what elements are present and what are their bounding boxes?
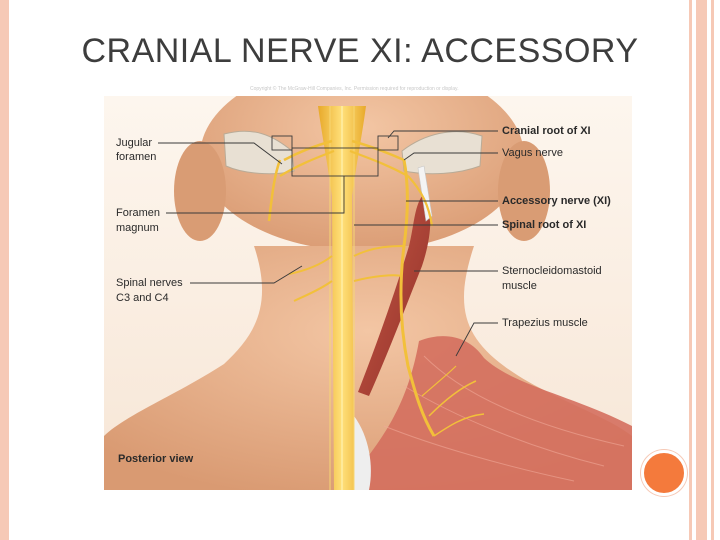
left-ear (174, 141, 226, 241)
label-sternocleidomastoid-2: muscle (502, 280, 537, 292)
label-spinal-nerves-2: C3 and C4 (116, 292, 169, 304)
copyright-note: Copyright © The McGraw-Hill Companies, I… (250, 86, 459, 92)
label-jugular-foramen-1: Jugular (116, 137, 152, 149)
label-accessory-nerve: Accessory nerve (XI) (502, 195, 611, 207)
label-foramen-magnum-1: Foramen (116, 207, 160, 219)
slide-border-right-stripe-outer (711, 0, 714, 540)
anatomy-illustration: Jugular foramen Foramen magnum Spinal ne… (104, 96, 632, 490)
label-vagus-nerve: Vagus nerve (502, 147, 563, 159)
label-spinal-nerves-1: Spinal nerves (116, 277, 183, 289)
label-sternocleidomastoid-1: Sternocleidomastoid (502, 265, 602, 277)
sternocleidomastoid-muscle (358, 196, 431, 396)
slide-border-right-band (696, 0, 707, 540)
label-cranial-root: Cranial root of XI (502, 125, 591, 137)
label-foramen-magnum-2: magnum (116, 222, 159, 234)
jugular-foramen-left-box (271, 135, 293, 151)
label-spinal-root: Spinal root of XI (502, 219, 586, 231)
slide-border-left (0, 0, 9, 540)
slide-title: CRANIAL NERVE XI: ACCESSORY (81, 32, 639, 70)
slide-border-right-stripe (689, 0, 692, 540)
label-jugular-foramen-2: foramen (116, 151, 156, 163)
accent-circle (641, 450, 687, 496)
anatomy-figure: Jugular foramen Foramen magnum Spinal ne… (104, 96, 632, 490)
foramen-magnum-box (291, 147, 379, 177)
trapezius-muscle (344, 336, 632, 490)
skull-bone-left (223, 130, 295, 175)
vagus-nerve-path (407, 175, 434, 227)
label-posterior-view: Posterior view (118, 453, 194, 465)
accessory-nerve-path (399, 159, 436, 437)
right-ear (498, 141, 550, 241)
jugular-foramen-right-box (377, 135, 399, 151)
label-trapezius: Trapezius muscle (502, 317, 588, 329)
